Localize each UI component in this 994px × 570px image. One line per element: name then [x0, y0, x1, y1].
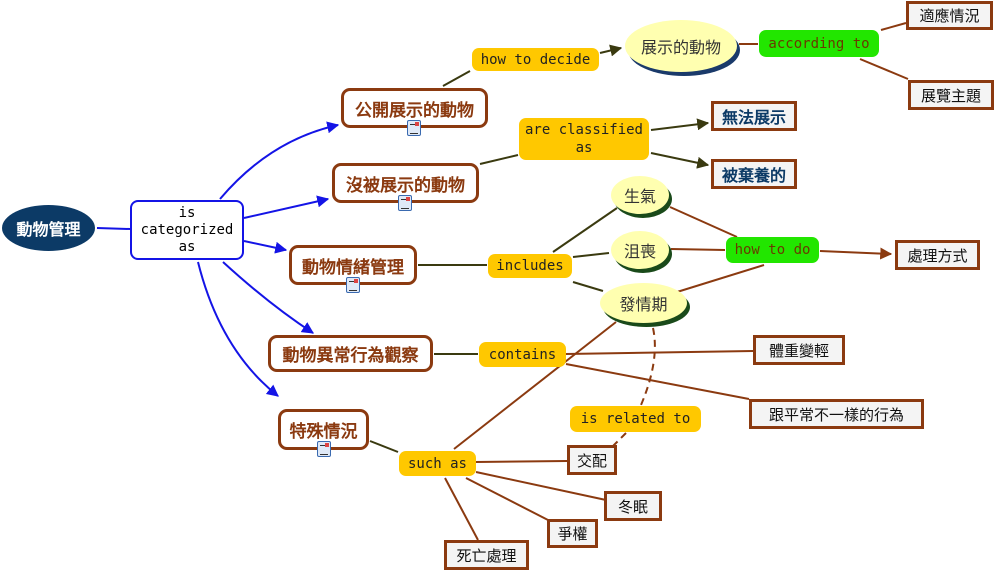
link-according-to[interactable]: according to	[759, 30, 879, 57]
concept-handling[interactable]: 處理方式	[895, 240, 980, 270]
edge	[612, 432, 627, 447]
edge	[670, 248, 726, 251]
edge	[640, 327, 656, 406]
edge	[243, 240, 288, 254]
link-is-categorized-as[interactable]: is categorized as	[130, 200, 244, 260]
link-includes[interactable]: includes	[488, 254, 572, 278]
concept-estrus[interactable]: 發情期	[600, 283, 687, 323]
concept-shown-animals[interactable]: 展示的動物	[625, 20, 737, 72]
edge	[96, 227, 131, 230]
document-icon[interactable]	[407, 120, 421, 136]
concept-adaptation[interactable]: 適應情況	[906, 1, 993, 30]
edge	[442, 70, 471, 87]
edge	[572, 281, 604, 292]
root-concept[interactable]: 動物管理	[2, 205, 95, 251]
edge	[222, 261, 315, 334]
edge	[479, 154, 519, 165]
concept-depressed[interactable]: 沮喪	[611, 231, 669, 269]
document-icon[interactable]	[346, 277, 360, 293]
concept-unusual-behavior[interactable]: 跟平常不一樣的行為	[749, 399, 924, 429]
edge	[219, 121, 340, 200]
concept-mating[interactable]: 交配	[567, 445, 617, 475]
edge	[465, 477, 549, 521]
link-is-related-to[interactable]: is related to	[570, 406, 701, 432]
edge	[650, 152, 710, 169]
edge	[453, 321, 617, 450]
link-how-to-do[interactable]: how to do	[726, 237, 819, 263]
edge	[676, 264, 765, 293]
edge	[475, 460, 568, 463]
edge	[475, 471, 607, 501]
edge	[197, 261, 279, 397]
link-such-as[interactable]: such as	[399, 451, 476, 476]
edge	[880, 22, 907, 31]
edge	[243, 195, 330, 219]
document-icon[interactable]	[317, 441, 331, 457]
edge	[859, 58, 909, 80]
edge	[819, 247, 893, 260]
edge	[565, 363, 750, 400]
edge	[669, 206, 738, 238]
edge	[444, 477, 479, 541]
edge	[650, 118, 710, 131]
category-abnormal-behavior[interactable]: 動物異常行為觀察	[268, 335, 433, 372]
concept-angry[interactable]: 生氣	[611, 176, 669, 214]
edge	[599, 44, 623, 57]
concept-cannot-show[interactable]: 無法展示	[711, 101, 797, 131]
concept-abandoned[interactable]: 被棄養的	[711, 159, 797, 189]
link-how-to-decide[interactable]: how to decide	[472, 48, 599, 71]
concept-weight-loss[interactable]: 體重變輕	[753, 335, 845, 365]
concept-exhibit-theme[interactable]: 展覽主題	[908, 80, 994, 110]
link-contains[interactable]: contains	[479, 342, 566, 367]
edge	[552, 207, 618, 253]
concept-dominance[interactable]: 爭權	[547, 519, 598, 548]
link-are-classified-as[interactable]: are classified as	[519, 118, 649, 160]
edge	[565, 350, 754, 355]
edge	[572, 252, 610, 258]
concept-death-handling[interactable]: 死亡處理	[444, 540, 529, 570]
document-icon[interactable]	[398, 195, 412, 211]
concept-hibernation[interactable]: 冬眠	[604, 491, 662, 521]
edge	[369, 440, 399, 453]
